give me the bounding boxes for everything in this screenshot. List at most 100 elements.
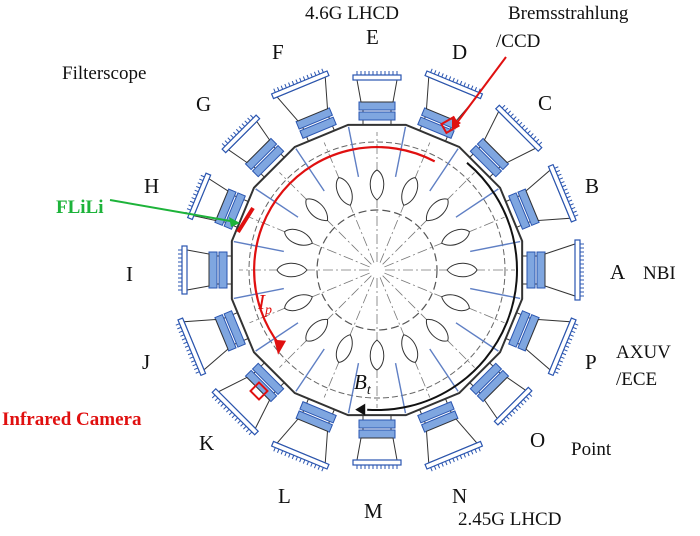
flange-bolt [295,456,298,461]
radial-centerline [379,142,431,263]
flange-bolt [517,404,521,409]
flange-bolt [441,73,444,78]
flange-bolt [280,85,284,90]
flange-bolt [456,79,459,84]
flange-bolt [467,451,470,457]
flange-bolt [291,80,295,85]
flange-bolt [280,450,284,455]
flange-bolt [313,71,317,76]
sector-divider [429,148,459,192]
port-window [469,362,503,396]
flange-bolt [306,74,310,79]
flange-bolt [557,363,562,367]
port-flange [352,459,402,466]
flange-bolt [231,414,236,419]
limiter-tile [335,177,353,206]
flange-bolt [186,349,191,352]
flange-bolt [299,77,302,82]
infrared-camera-label: Infrared Camera [2,409,142,430]
lhcd-4-6g-label: 4.6G LHCD [305,3,399,24]
vacuum-vessel [230,123,524,417]
flange-bolt [245,428,250,433]
flange-bolt [501,104,506,109]
flange-bolt [197,182,202,185]
port-window [469,144,503,178]
port-label-b: B [585,174,600,198]
vessel-inner-dashed [248,141,506,399]
flange-bolt [221,143,226,147]
axuv-label: AXUV [616,342,671,363]
flange-bolt [284,83,287,89]
flange-bolt [520,401,524,406]
flange-bolt [574,323,579,326]
flange-bolt [199,178,204,182]
flange-bolt [441,462,444,467]
sector-divider [347,363,360,414]
flange-bolt [234,417,239,421]
flange-bolt [194,189,199,193]
port-housing [356,437,398,461]
limiter-tile [276,262,308,278]
sector-divider [455,322,499,352]
flange-bolt [235,128,240,133]
flange-bolt [463,453,466,458]
flange-bolt [566,341,571,345]
radial-centerline [382,172,475,265]
limiter-tile [441,228,470,246]
flange-bolt [513,116,517,120]
limiter-tile [446,262,478,278]
flange-bolt [321,467,324,472]
limiter-shape [284,294,313,312]
flange-bolt [291,455,295,460]
flange-bolt [302,76,306,81]
flange-bolt [250,114,254,119]
flange-bolt [317,70,321,75]
toroidal-field-arrowhead [355,403,366,416]
limiter-tile [441,294,470,312]
sector-divider [470,287,521,300]
port-flange [270,440,330,470]
flange-bolt [518,121,523,126]
flange-bolt [273,88,276,93]
flange-bolt [244,120,248,124]
limiter-shape [284,228,313,246]
flange-bolt [558,177,564,180]
sector-divider [394,363,407,414]
port-label-f: F [272,40,284,64]
radial-centerline [384,216,505,268]
flange-bolt [310,462,313,467]
port-assemblies [175,68,584,472]
flange-bolt [217,400,222,404]
flange-bolt [504,107,509,112]
flange-bolt [230,134,234,139]
limiter-shape [446,262,478,278]
sector-divider [429,348,459,392]
flange-bolt [565,345,570,348]
flange-bolt [506,416,510,420]
flange-bolt [572,326,577,330]
flange-bolt [470,85,474,90]
flange-bolt [224,140,229,144]
port-window [218,251,228,289]
radial-centerline [249,216,370,268]
port-label-a: A [610,260,626,284]
flange-bolt [511,410,516,414]
flange-bolt [558,360,564,363]
flange-bolt [478,447,481,452]
flange-bolt [560,181,565,184]
flange-bolt [243,425,247,430]
sector-divider [394,126,407,177]
lhcd-2-45g-label: 2.45G LHCD [458,509,562,530]
flange-bolt [433,70,437,75]
flange-bolt [184,345,189,348]
port-label-l: L [278,484,291,508]
flange-bolt [223,406,227,410]
flange-bolt [295,79,298,84]
flange-bolt [188,204,193,207]
limiter-tile [284,228,313,246]
flange-bolt [525,396,530,400]
limiter-shape [335,334,353,363]
flili-label: FLiLi [56,197,104,218]
limiter-tile [401,177,419,206]
flange-bolt [557,173,562,177]
